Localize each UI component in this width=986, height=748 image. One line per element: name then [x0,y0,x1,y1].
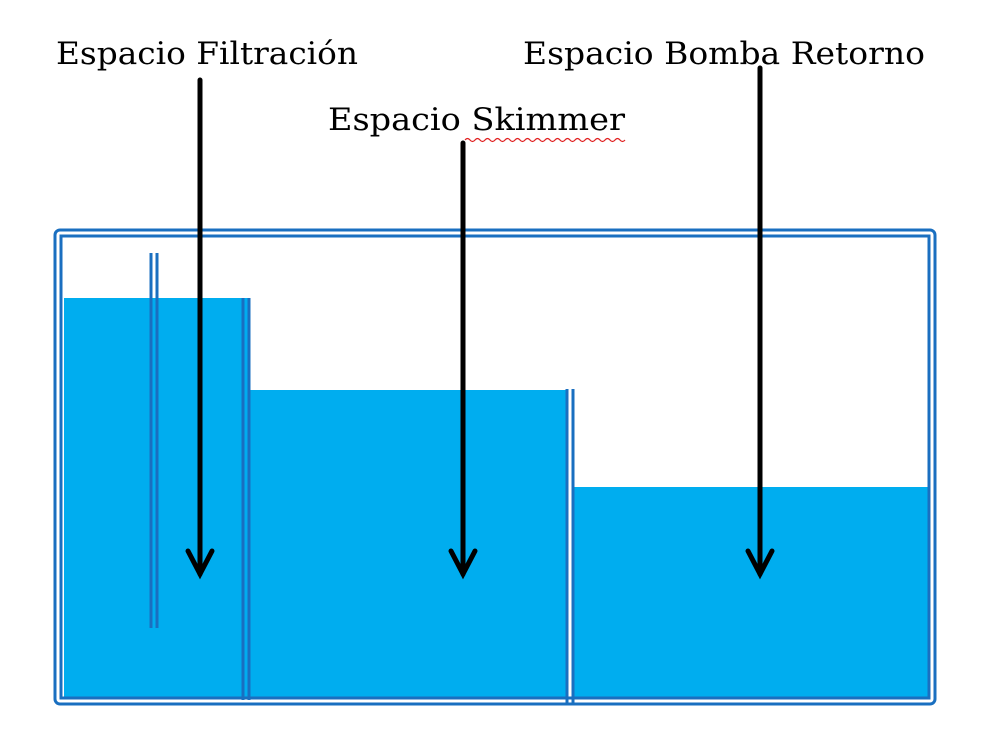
baffle-filter [149,253,159,628]
spellcheck-underline [464,137,626,143]
label-return-pump-space: Espacio Bomba Retorno [523,36,925,72]
water-skimmer-chamber [250,390,567,699]
label-skimmer-word: Skimmer [472,102,626,138]
label-filtration-space: Espacio Filtración [56,36,358,72]
baffle-right [565,389,575,705]
arrow-down-icon [745,65,775,580]
label-skimmer-prefix: Espacio [328,102,472,138]
arrow-down-icon [185,77,215,580]
water-return-chamber [573,487,928,699]
tank-inner-wall [59,234,931,700]
arrow-down-icon [448,140,478,580]
baffle-middle [241,298,251,700]
label-skimmer-space: Espacio Skimmer [328,102,625,138]
tank-outer-wall [53,228,937,706]
